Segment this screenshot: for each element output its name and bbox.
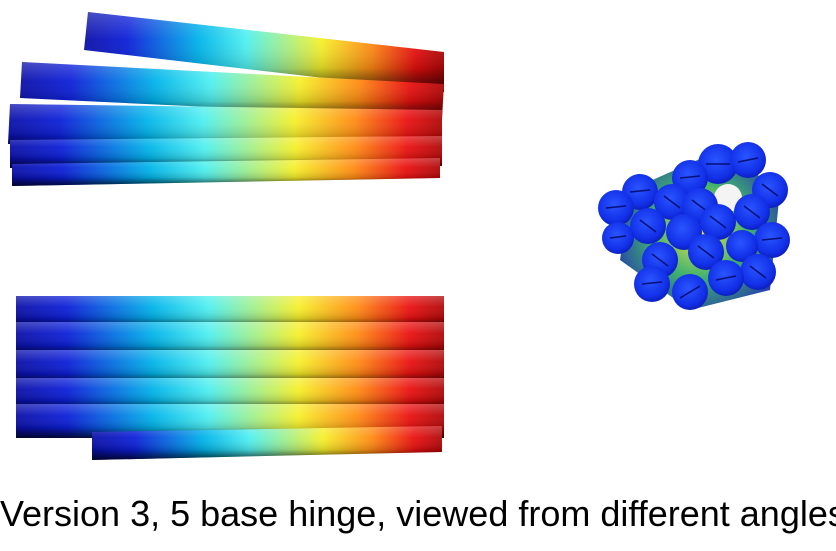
tube: [12, 158, 440, 186]
tube-end: [708, 260, 744, 296]
tube-end: [698, 144, 738, 184]
tube-end: [726, 230, 758, 262]
tube-end: [754, 222, 790, 258]
tube-end: [602, 222, 634, 254]
tube-end: [688, 234, 724, 270]
tube-end: [700, 204, 736, 240]
side-view-top: [8, 12, 444, 186]
tube-end: [634, 266, 670, 302]
tube-end: [730, 142, 766, 178]
tube: [20, 62, 444, 118]
end-view-cluster: [598, 142, 790, 310]
side-view-bottom: [16, 296, 444, 460]
tube-end: [740, 254, 776, 290]
tube: [92, 426, 442, 460]
figure-caption: Version 3, 5 base hinge, viewed from dif…: [0, 493, 836, 534]
tube: [84, 12, 444, 92]
tube-end: [630, 208, 666, 244]
tube-end: [654, 184, 690, 220]
tube-end: [734, 194, 770, 230]
tube-end: [672, 274, 708, 310]
tube-end: [598, 190, 634, 226]
